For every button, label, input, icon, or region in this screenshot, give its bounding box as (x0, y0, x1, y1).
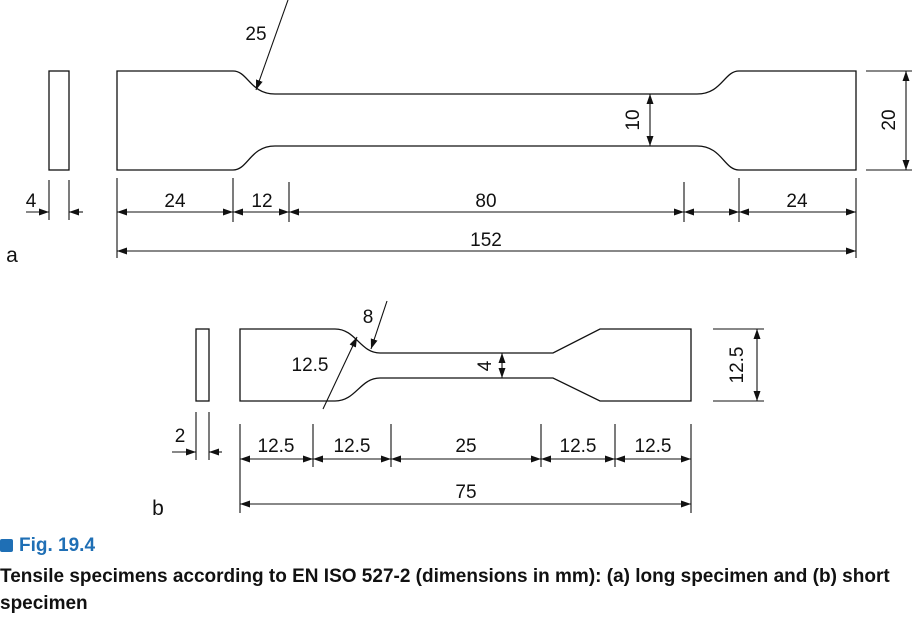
specimen-a: 25 24 12 80 24 152 10 20 4 (6, 0, 912, 267)
specimen-a-label-4: 4 (26, 191, 37, 212)
specimen-b-label-r12-5: 12.5 (292, 355, 329, 376)
specimen-b: 8 12.5 4 12.5 12.5 12.5 25 12.5 12.5 75 (152, 300, 764, 520)
specimen-a-label-24-right: 24 (786, 191, 808, 212)
figure-marker-icon (0, 539, 13, 552)
specimen-b-radius-12-5-leader (322, 336, 358, 410)
caption-letter-b: b (818, 566, 831, 587)
specimen-a-side-view (48, 70, 70, 171)
specimen-b-label-seg5: 12.5 (635, 436, 672, 457)
caption-part-1: Tensile specimens according to EN ISO 52… (0, 566, 614, 587)
specimen-b-label-seg4: 12.5 (560, 436, 597, 457)
specimen-b-letter: b (152, 497, 164, 520)
caption-part-3: ) short specimen (0, 566, 890, 614)
specimen-b-label-75: 75 (455, 482, 476, 503)
specimen-b-label-4: 4 (475, 360, 496, 371)
specimen-b-label-thickness: 2 (175, 426, 186, 447)
specimen-b-side-view (195, 328, 210, 402)
specimen-a-label-10: 10 (623, 109, 644, 130)
caption-letter-a: a (613, 566, 624, 587)
specimen-a-outline (116, 70, 857, 171)
caption-text: Tensile specimens according to EN ISO 52… (0, 563, 919, 617)
specimen-a-label-12: 12 (251, 191, 272, 212)
figure-number-line: Fig. 19.4 (0, 534, 919, 558)
specimen-b-label-seg3: 25 (455, 436, 476, 457)
tensile-specimen-drawing: 25 24 12 80 24 152 10 20 4 (6, 0, 912, 520)
specimen-a-label-24-left: 24 (164, 191, 186, 212)
specimen-a-letter: a (6, 244, 18, 267)
figure-number: Fig. 19.4 (19, 535, 96, 556)
caption-part-2: ) long specimen and ( (623, 566, 819, 587)
specimen-b-label-end-width: 12.5 (727, 347, 748, 384)
specimen-a-radius-leader (255, 0, 289, 91)
specimen-b-radius-8-leader (370, 300, 388, 350)
specimen-a-label-80: 80 (475, 191, 496, 212)
specimen-b-label-seg1: 12.5 (258, 436, 295, 457)
specimen-a-label-20: 20 (879, 109, 900, 130)
specimen-b-label-8: 8 (363, 307, 374, 328)
figure-caption: Fig. 19.4 Tensile specimens according to… (0, 534, 919, 617)
specimen-b-outline (239, 328, 692, 402)
specimen-a-radius-label: 25 (245, 24, 266, 45)
specimen-b-label-seg2: 12.5 (334, 436, 371, 457)
specimen-a-label-152: 152 (470, 230, 502, 251)
